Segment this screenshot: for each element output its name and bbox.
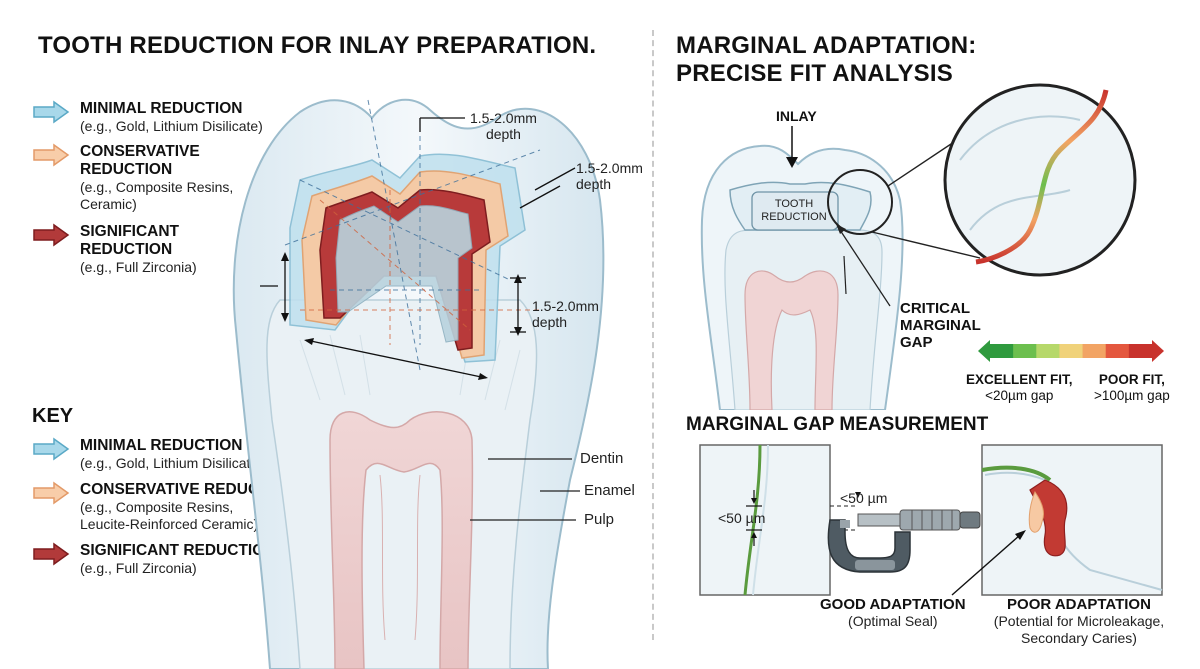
key-title: KEY bbox=[32, 405, 74, 427]
scale-right-label: POOR FIT, >100µm gap bbox=[1094, 372, 1170, 404]
zoom-source-circle bbox=[827, 169, 893, 235]
arrow-red-icon bbox=[33, 223, 70, 247]
marginal-fit-line bbox=[975, 89, 1109, 265]
key-label: CONSERVATIVE REDUCTION bbox=[80, 481, 297, 498]
critical-line3: GAP bbox=[900, 334, 933, 351]
poor-sub1: (Potential for Microleakage, bbox=[993, 613, 1165, 629]
dimension-label-top: 1.5-2.0mm depth bbox=[470, 110, 537, 142]
legend-item-significant: SIGNIFICANT REDUCTION (e.g., Full Zircon… bbox=[32, 223, 272, 276]
tooth-reduction-line1: TOOTH bbox=[774, 198, 814, 210]
scale-right-line2: >100µm gap bbox=[1094, 388, 1170, 403]
key-legend: MINIMAL REDUCTION (e.g., Gold, Lithium D… bbox=[32, 437, 312, 577]
dim-unit: depth bbox=[576, 176, 612, 192]
key-sub: (e.g., Full Zirconia) bbox=[80, 560, 197, 576]
right-title-line1: MARGINAL ADAPTATION: bbox=[676, 32, 977, 59]
marginal-adaptation-illustration bbox=[700, 83, 1137, 410]
legend-label: CONSERVATIVE REDUCTION bbox=[80, 143, 200, 178]
scale-segment bbox=[990, 344, 1014, 358]
tooth-reduction-box bbox=[751, 191, 839, 231]
cavity-core bbox=[335, 205, 473, 343]
right-title: MARGINAL ADAPTATION: PRECISE FIT ANALYSI… bbox=[676, 32, 976, 88]
poor-title: POOR ADAPTATION bbox=[1007, 596, 1151, 613]
good-adaptation-caption: GOOD ADAPTATION (Optimal Seal) bbox=[820, 596, 966, 630]
small-tooth-pulp bbox=[744, 270, 839, 410]
poor-adaptation-panel bbox=[981, 444, 1163, 596]
scale-segment bbox=[1036, 344, 1060, 358]
dim-value: 1.5-2.0mm bbox=[532, 298, 599, 314]
legend-sub: (e.g., Gold, Lithium Disilicate) bbox=[80, 118, 263, 134]
arrow-orange-icon bbox=[33, 481, 70, 505]
label-dentin: Dentin bbox=[580, 450, 624, 467]
dim-value: 1.5-2.0mm bbox=[576, 160, 643, 176]
scale-segment bbox=[1105, 344, 1130, 358]
gap-measurement-illustration bbox=[699, 444, 1163, 596]
tooth-preparation-illustration bbox=[232, 99, 605, 669]
poor-sub2: Secondary Caries) bbox=[1021, 630, 1137, 646]
label-pulp: Pulp bbox=[584, 511, 615, 528]
scale-segment bbox=[1082, 344, 1107, 358]
scale-segment bbox=[1128, 344, 1153, 358]
key-sub: (e.g., Gold, Lithium Disilicate) bbox=[80, 455, 263, 471]
dimension-label-depth: 1.5-2.0mm depth bbox=[532, 298, 599, 330]
key-label: MINIMAL REDUCTION bbox=[80, 437, 243, 454]
dim-value: 1.5-2.0mm bbox=[470, 110, 537, 126]
micrometer-icon bbox=[827, 509, 981, 573]
dim-unit: depth bbox=[532, 314, 568, 330]
gap-label-micrometer: <50 µm bbox=[840, 490, 888, 506]
key-item-conservative: CONSERVATIVE REDUCTION (e.g., Composite … bbox=[32, 481, 312, 533]
legend-sub: (e.g., Composite Resins, Ceramic) bbox=[80, 179, 234, 212]
dim-unit: depth bbox=[485, 126, 521, 142]
scale-left-line1: EXCELLENT FIT, bbox=[966, 372, 1073, 387]
key-sub: (e.g., Composite Resins, bbox=[80, 499, 234, 515]
reduction-legend: MINIMAL REDUCTION (e.g., Gold, Lithium D… bbox=[32, 100, 272, 276]
tooth-reduction-line2: REDUCTION bbox=[761, 211, 827, 223]
scale-right-line1: POOR FIT, bbox=[1098, 372, 1165, 387]
right-title-line2: PRECISE FIT ANALYSIS bbox=[676, 60, 953, 87]
scale-left-line2: <20µm gap bbox=[985, 388, 1054, 403]
legend-item-minimal: MINIMAL REDUCTION (e.g., Gold, Lithium D… bbox=[32, 100, 272, 135]
legend-label: MINIMAL REDUCTION bbox=[80, 100, 243, 117]
inlay-label: INLAY bbox=[776, 108, 817, 124]
tooth-reduction-label: TOOTH REDUCTION bbox=[754, 198, 834, 224]
measurement-title: MARGINAL GAP MEASUREMENT bbox=[686, 414, 989, 435]
key-item-minimal: MINIMAL REDUCTION (e.g., Gold, Lithium D… bbox=[32, 437, 312, 472]
scale-segment bbox=[1013, 344, 1037, 358]
gap-label-left: <50 µm bbox=[718, 510, 766, 526]
zoom-detail-circle bbox=[943, 83, 1137, 277]
key-label: SIGNIFICANT REDUCTION bbox=[80, 542, 276, 559]
legend-label: SIGNIFICANT REDUCTION bbox=[80, 223, 180, 258]
key-item-significant: SIGNIFICANT REDUCTION (e.g., Full Zircon… bbox=[32, 542, 312, 577]
fit-scale-bar bbox=[978, 340, 1164, 362]
good-sub: (Optimal Seal) bbox=[848, 613, 938, 629]
arrow-blue-icon bbox=[33, 100, 70, 124]
dimension-label-side: 1.5-2.0mm depth bbox=[576, 160, 643, 192]
critical-gap-label: CRITICAL MARGINAL GAP bbox=[900, 300, 981, 351]
arrow-orange-icon bbox=[33, 143, 70, 167]
label-enamel: Enamel bbox=[584, 482, 635, 499]
critical-line2: MARGINAL bbox=[900, 317, 981, 334]
panel-divider bbox=[652, 30, 654, 640]
scale-segment bbox=[1059, 344, 1084, 358]
key-sub: Leucite-Reinforced Ceramic) bbox=[80, 516, 259, 532]
legend-sub: (e.g., Full Zirconia) bbox=[80, 259, 197, 275]
arrow-blue-icon bbox=[33, 437, 70, 461]
critical-line1: CRITICAL bbox=[900, 300, 970, 317]
tooth-pulp bbox=[329, 411, 474, 669]
legend-item-conservative: CONSERVATIVE REDUCTION (e.g., Composite … bbox=[32, 143, 272, 213]
good-title: GOOD ADAPTATION bbox=[820, 596, 966, 613]
scale-left-label: EXCELLENT FIT, <20µm gap bbox=[966, 372, 1073, 404]
left-title: TOOTH REDUCTION FOR INLAY PREPARATION. bbox=[38, 32, 597, 59]
poor-adaptation-caption: POOR ADAPTATION (Potential for Microleak… bbox=[984, 596, 1174, 647]
arrow-red-icon bbox=[33, 542, 70, 566]
